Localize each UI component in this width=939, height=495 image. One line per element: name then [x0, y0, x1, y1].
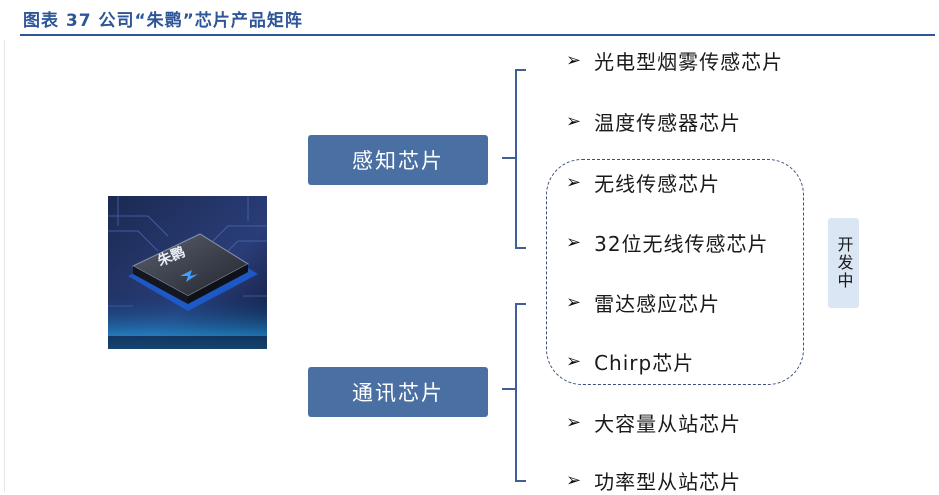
item-label: 雷达感应芯片 [594, 292, 721, 316]
item-label: 光电型烟雾传感芯片 [594, 50, 784, 74]
item-label: 32位无线传感芯片 [594, 232, 769, 256]
arrow-bullet-icon: ➢ [566, 111, 583, 132]
title-divider [20, 34, 935, 36]
arrow-bullet-icon: ➢ [566, 172, 583, 193]
in-development-label: 开发中 [828, 218, 859, 308]
list-item: ➢ 雷达感应芯片 [566, 288, 720, 317]
arrow-bullet-icon: ➢ [566, 232, 583, 253]
item-label: 大容量从站芯片 [594, 412, 742, 436]
figure-title: 图表 37 公司“朱鹮”芯片产品矩阵 [23, 11, 303, 31]
list-item: ➢ 功率型从站芯片 [566, 466, 741, 495]
left-border-line [4, 40, 5, 492]
arrow-bullet-icon: ➢ [566, 351, 583, 372]
arrow-bullet-icon: ➢ [566, 292, 583, 313]
list-item: ➢ 无线传感芯片 [566, 168, 720, 197]
list-item: ➢ 光电型烟雾传感芯片 [566, 46, 783, 75]
list-item: ➢ 大容量从站芯片 [566, 408, 741, 437]
category-sensing-chips: 感知芯片 [308, 135, 488, 185]
arrow-bullet-icon: ➢ [566, 50, 583, 71]
in-development-frame [546, 159, 804, 385]
communication-bracket [515, 303, 526, 482]
arrow-bullet-icon: ➢ [566, 470, 583, 491]
item-label: Chirp芯片 [594, 351, 695, 375]
list-item: ➢ 温度传感器芯片 [566, 107, 741, 136]
arrow-bullet-icon: ➢ [566, 412, 583, 433]
item-label: 无线传感芯片 [594, 172, 721, 196]
category-communication-chips: 通讯芯片 [308, 367, 488, 417]
item-label: 功率型从站芯片 [594, 470, 742, 494]
chip-illustration: 朱鹮 [108, 196, 267, 349]
list-item: ➢ Chirp芯片 [566, 347, 694, 376]
category-brackets [502, 69, 526, 482]
list-item: ➢ 32位无线传感芯片 [566, 228, 769, 257]
sensing-bracket [515, 69, 526, 249]
item-label: 温度传感器芯片 [594, 111, 742, 135]
